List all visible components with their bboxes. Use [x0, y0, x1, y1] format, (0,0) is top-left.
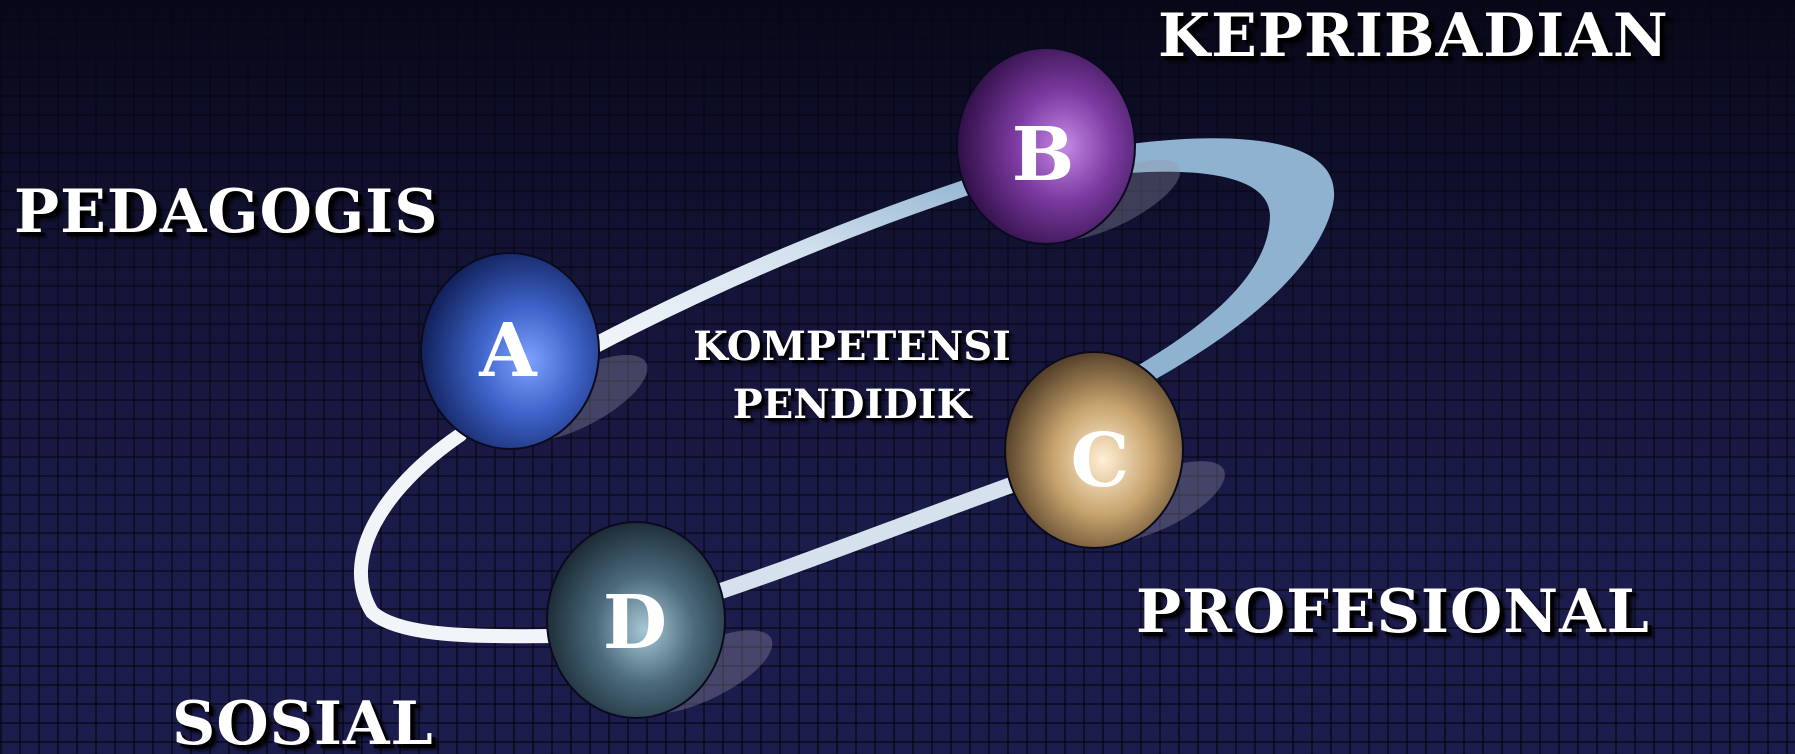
ring-segment-cd: [692, 472, 1033, 606]
node-a-letter: A: [478, 308, 538, 394]
node-b-letter: B: [1012, 112, 1075, 198]
ring-segment-da: [354, 428, 559, 644]
orbit-ring: [354, 138, 1335, 644]
ring-segment-ab: [582, 170, 1003, 356]
node-a: A: [420, 252, 600, 450]
ring-segment-bc: [1080, 138, 1335, 409]
label-kepribadian: KEPRIBADIAN: [1158, 1, 1669, 71]
node-b-sphere: [956, 47, 1136, 245]
label-profesional: PROFESIONAL: [1136, 577, 1650, 647]
center-title-line2: PENDIDIK: [732, 381, 972, 428]
center-title: KOMPETENSI PENDIDIK: [632, 318, 1072, 434]
node-c-sphere: [1004, 351, 1184, 549]
center-title-line1: KOMPETENSI: [693, 323, 1011, 370]
label-sosial: SOSIAL: [172, 689, 434, 754]
node-d-letter: D: [603, 580, 667, 666]
node-d: D: [546, 521, 726, 719]
node-b: B: [956, 47, 1136, 245]
node-c-letter: C: [1071, 418, 1130, 504]
label-pedagogis: PEDAGOGIS: [14, 177, 439, 247]
node-d-sphere: [546, 521, 726, 719]
node-a-sphere: [420, 252, 600, 450]
node-c: C: [1004, 351, 1184, 549]
